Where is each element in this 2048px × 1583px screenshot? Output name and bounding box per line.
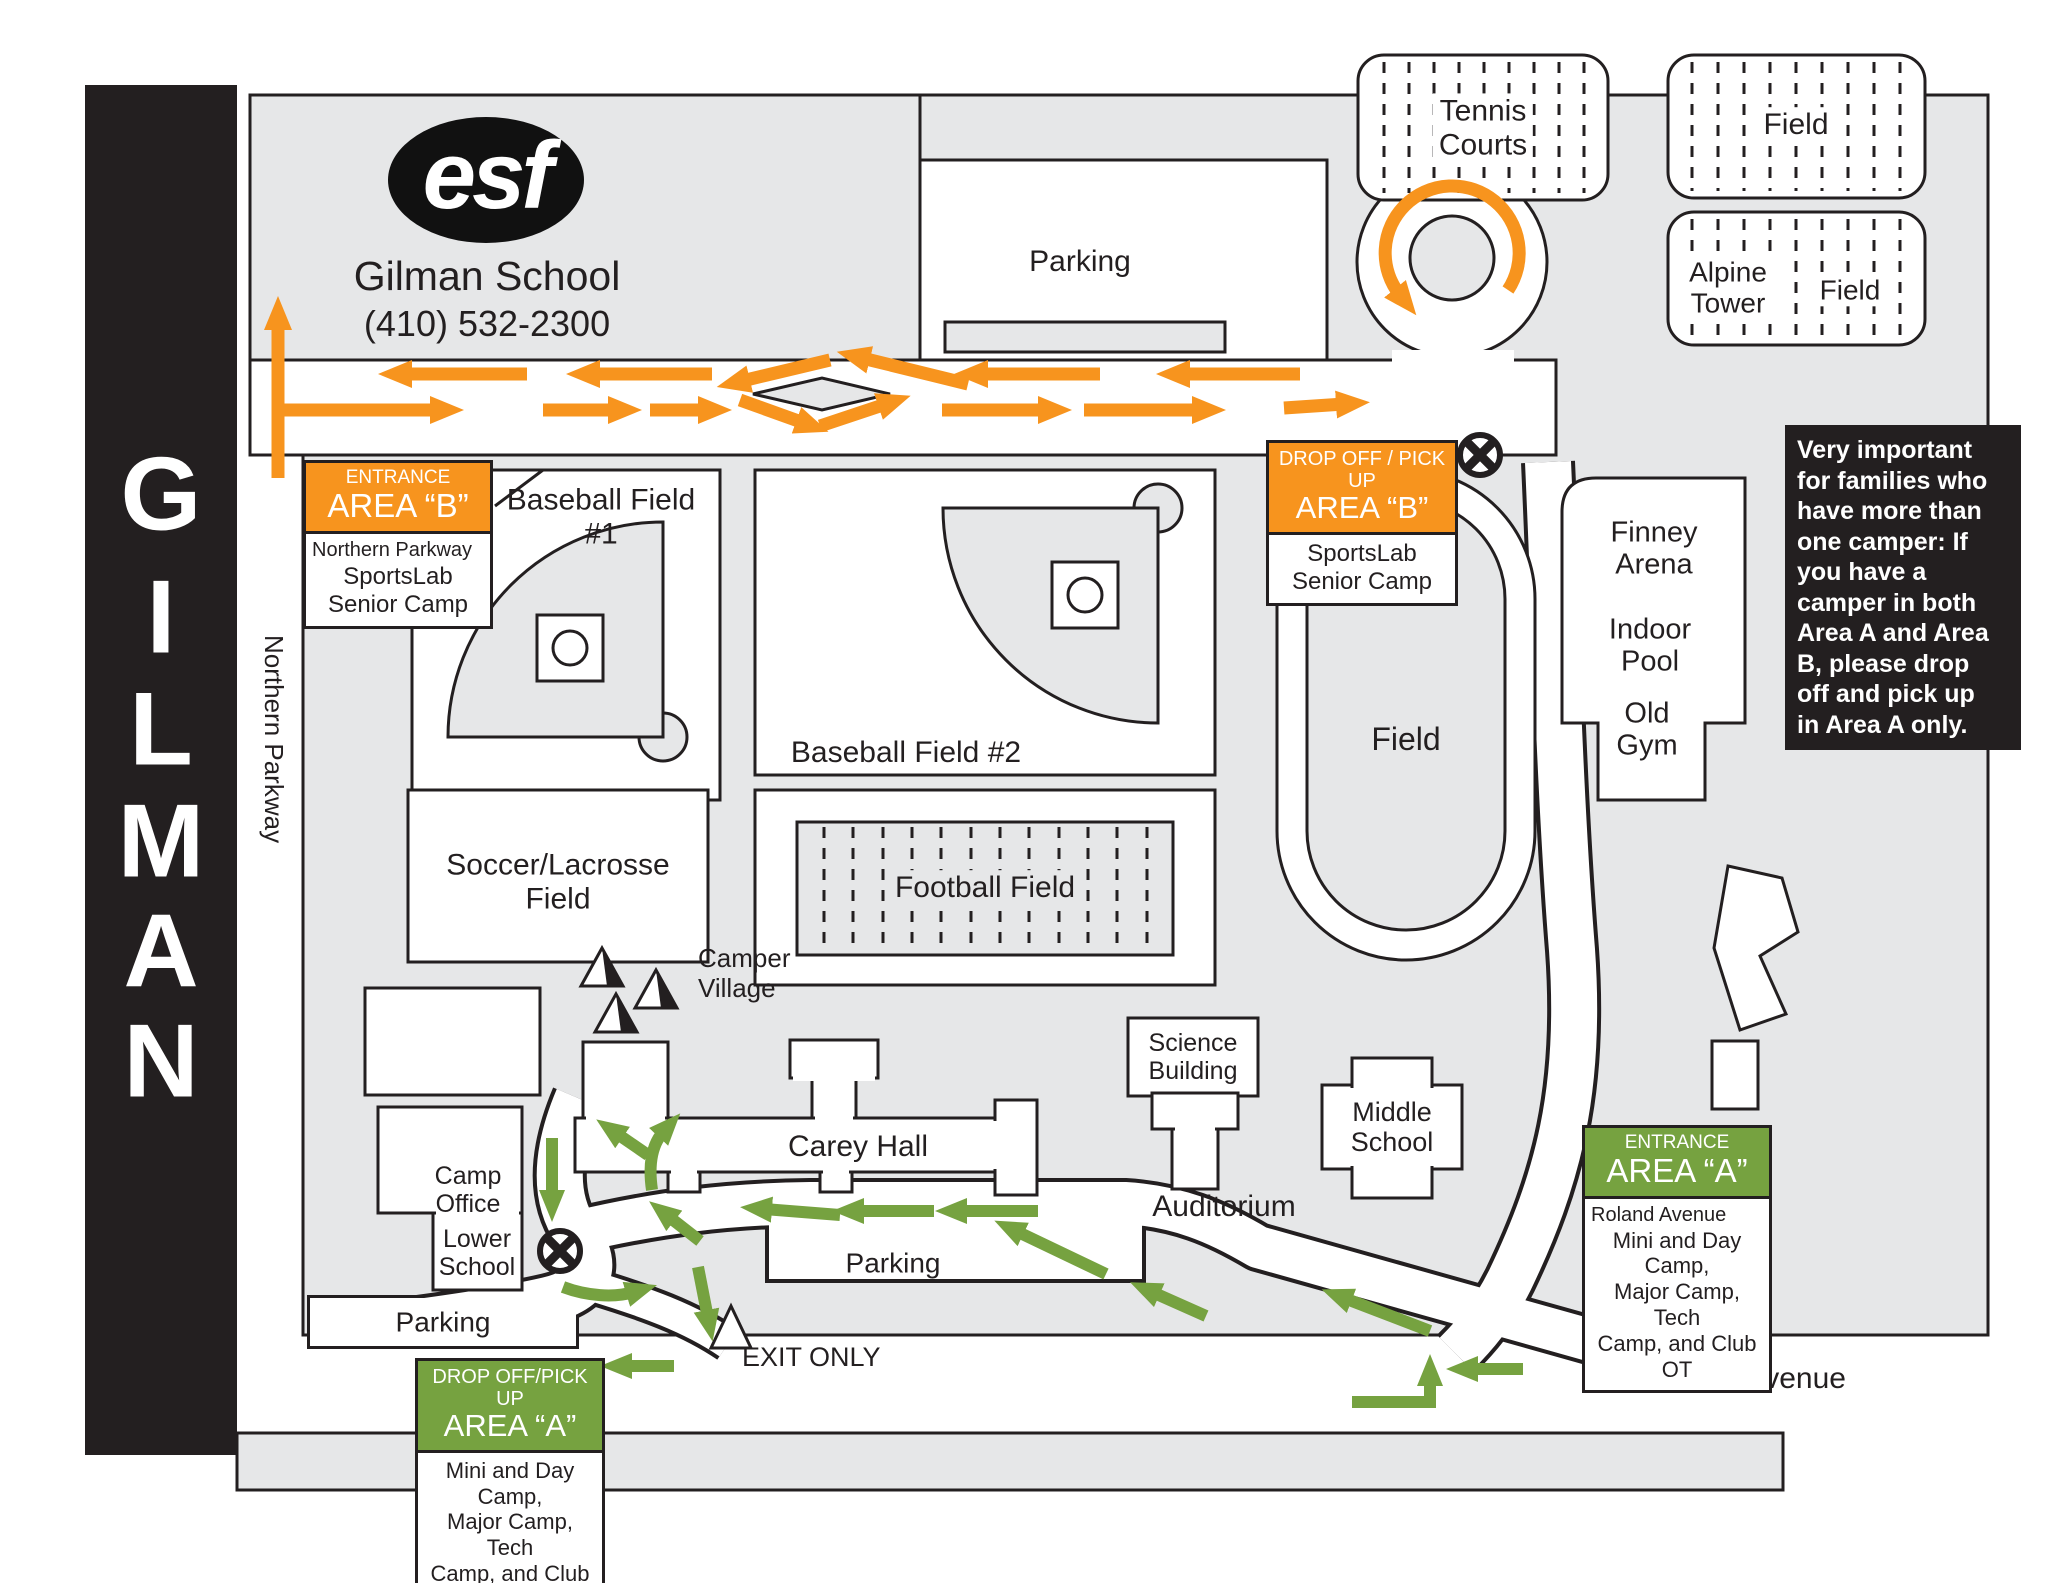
field-right-label: Field <box>1813 273 1887 307</box>
entrance-b-area: AREA “B” <box>327 486 469 524</box>
dropoff-a-area: AREA “A” <box>443 1408 577 1443</box>
dropoff-a-header: DROP OFF/PICK UP AREA “A” <box>418 1361 602 1450</box>
entrance-area-a-sign: ENTRANCE AREA “A” Roland Avenue Mini and… <box>1582 1125 1772 1394</box>
banner-letter: L <box>129 671 193 788</box>
entrance-a-street: Roland Avenue <box>1591 1203 1727 1226</box>
indoor-pool-label: Indoor Pool <box>1608 613 1692 678</box>
science-building <box>1126 1016 1260 1098</box>
lower-school-building <box>363 986 542 1097</box>
dropoff-b-type: DROP OFF / PICK UP <box>1278 448 1446 492</box>
small-building <box>1710 1039 1760 1111</box>
dropoff-b-body: SportsLab Senior Camp <box>1269 531 1455 604</box>
dropoff-area-a-sign: DROP OFF/PICK UP AREA “A” Mini and Day C… <box>415 1358 605 1583</box>
entrance-a-type: ENTRANCE <box>1624 1132 1730 1153</box>
banner-letter: A <box>123 893 199 1010</box>
science-building-label: Science Building <box>1148 1029 1238 1085</box>
parking-mid-label: Parking <box>845 1247 941 1279</box>
area-b-route-arrows <box>264 179 1526 478</box>
finney-arena-label: Finney Arena <box>1610 516 1698 581</box>
dropoff-b-camps: SportsLab Senior Camp <box>1291 539 1433 595</box>
alpine-tower-label: Alpine Tower <box>1683 255 1773 321</box>
no-entry-symbol-b <box>1457 432 1503 478</box>
entrance-a-body: Roland Avenue Mini and Day Camp, Major C… <box>1585 1195 1769 1391</box>
camp-office-building <box>376 1105 524 1292</box>
soccer-lacrosse-field <box>406 788 710 964</box>
entrance-b-header: ENTRANCE AREA “B” <box>306 463 490 531</box>
old-gym-label: Old Gym <box>1616 697 1678 762</box>
school-phone: (410) 532-2300 <box>363 302 611 344</box>
entrance-b-camps: SportsLab Senior Camp <box>327 562 469 618</box>
exit-only-label: EXIT ONLY <box>742 1342 881 1372</box>
school-name: Gilman School <box>353 253 621 300</box>
buildings <box>363 53 1927 1350</box>
lower-school-label: Lower School <box>438 1225 516 1281</box>
auditorium-label: Auditorium <box>1152 1190 1296 1224</box>
banner-letter: N <box>123 1003 199 1120</box>
dropoff-b-header: DROP OFF / PICK UP AREA “B” <box>1269 443 1455 532</box>
entrance-b-body: Northern Parkway SportsLab Senior Camp <box>306 530 490 627</box>
parking-top-label: Parking <box>1029 245 1131 279</box>
field-top-label: Field <box>1757 107 1835 143</box>
camper-village-tents <box>578 944 680 1034</box>
entrance-b-street: Northern Parkway <box>312 538 473 561</box>
auditorium-building <box>1150 1091 1240 1191</box>
entrance-a-area: AREA “A” <box>1606 1151 1748 1189</box>
track-field-label: Field <box>1371 721 1441 758</box>
middle-school-label: Middle School <box>1350 1096 1434 1157</box>
banner-letter: G <box>120 436 202 553</box>
football-field-label: Football Field <box>886 870 1084 906</box>
tennis-courts-label: Tennis Courts <box>1432 93 1534 163</box>
roads <box>248 158 1607 1374</box>
carey-hall-label: Carey Hall <box>787 1130 929 1164</box>
parking-lot-island <box>943 320 1227 354</box>
finney-arena-building <box>1560 476 1747 802</box>
soccer-lacrosse-label: Soccer/Lacrosse Field <box>446 848 670 915</box>
bent-building <box>1712 864 1800 1032</box>
loop-island <box>1408 214 1496 302</box>
baseball-2-label: Baseball Field #2 <box>790 736 1022 770</box>
parking-left-label: Parking <box>395 1306 491 1338</box>
gilman-banner: G I L M A N <box>85 85 237 1455</box>
dropoff-a-camps: Mini and Day Camp, Major Camp, Tech Camp… <box>430 1457 590 1583</box>
banner-letter: M <box>117 783 205 900</box>
mid-parking-bay <box>769 1221 1142 1279</box>
entrance-area-b-sign: ENTRANCE AREA “B” Northern Parkway Sport… <box>303 460 493 630</box>
area-a-road <box>571 1182 1606 1364</box>
banner-letter: I <box>146 559 176 676</box>
baseball-1-label: Baseball Field #1 <box>506 483 696 550</box>
entrance-a-header: ENTRANCE AREA “A” <box>1585 1128 1769 1196</box>
exit-triangle <box>708 1302 754 1350</box>
entrance-b-type: ENTRANCE <box>345 467 451 488</box>
dropoff-area-b-sign: DROP OFF / PICK UP AREA “B” SportsLab Se… <box>1266 440 1458 607</box>
no-entry-symbol-a <box>537 1228 583 1274</box>
entrance-a-camps: Mini and Day Camp, Major Camp, Tech Camp… <box>1597 1227 1757 1383</box>
camper-village-label: Camper Village <box>698 943 791 1003</box>
east-campus-road <box>1439 460 1598 1371</box>
area-a-route-arrows <box>539 1113 1523 1408</box>
left-parking-bay <box>310 1298 576 1346</box>
dropoff-b-area: AREA “B” <box>1295 490 1429 525</box>
dropoff-a-body: Mini and Day Camp, Major Camp, Tech Camp… <box>418 1449 602 1583</box>
camp-office-label: Camp Office <box>434 1162 502 1218</box>
important-notice: Very important for families who have mor… <box>1785 425 2021 750</box>
northern-parkway-label: Northern Parkway <box>259 635 289 844</box>
esf-logo: esf <box>388 117 584 243</box>
dropoff-a-type: DROP OFF/PICK UP <box>432 1366 588 1410</box>
